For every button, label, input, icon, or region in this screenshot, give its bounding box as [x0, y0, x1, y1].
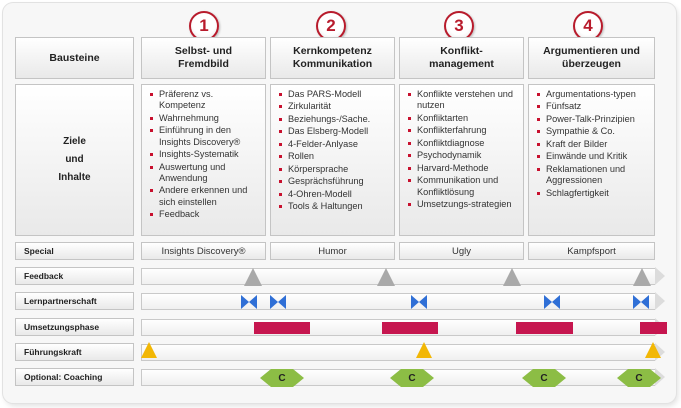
feedback-triangle-icon	[244, 268, 262, 286]
list-item: Feedback	[150, 209, 261, 220]
row-label-feedback: Feedback	[15, 267, 134, 285]
leader-triangle-icon	[416, 342, 432, 358]
list-item: Kraft der Bilder	[537, 139, 650, 150]
module-number-2: 2	[316, 11, 346, 41]
bowtie-icon	[270, 295, 286, 309]
list-item: Gesprächsführung	[279, 176, 390, 187]
list-item: Power-Talk-Prinzipien	[537, 114, 650, 125]
timeline-bar-feedback	[141, 268, 655, 285]
feedback-triangle-icon	[633, 268, 651, 286]
special-1: Insights Discovery®	[141, 242, 266, 260]
leader-triangle-icon	[141, 342, 157, 358]
list-item: Rollen	[279, 151, 390, 162]
list-item: Präferenz vs. Kompetenz	[150, 89, 261, 112]
module-content-1: Präferenz vs. Kompetenz Wahrnehmung Einf…	[141, 84, 266, 236]
bowtie-icon	[544, 295, 560, 309]
list-item: Reklamationen und Aggressionen	[537, 164, 650, 187]
bowtie-icon	[411, 295, 427, 309]
module-number-1: 1	[189, 11, 219, 41]
list-item: Einführung in den Insights Discovery®	[150, 125, 261, 148]
row-label-umsetzungsphase: Umsetzungsphase	[15, 318, 134, 336]
module-number-4: 4	[573, 11, 603, 41]
list-item: Kommunikation und Konfliktlösung	[408, 175, 519, 198]
timeline-bar-lernpartnerschaft	[141, 293, 655, 310]
list-item: Umsetzungs-strategien	[408, 199, 519, 210]
list-item: Sympathie & Co.	[537, 126, 650, 137]
coaching-diamond-icon: C	[617, 369, 661, 387]
coaching-diamond-icon: C	[390, 369, 434, 387]
list-item: Beziehungs-/Sache.	[279, 114, 390, 125]
list-item: Das PARS-Modell	[279, 89, 390, 100]
timeline-arrowhead	[655, 368, 665, 386]
special-4: Kampfsport	[528, 242, 655, 260]
list-item: Tools & Haltungen	[279, 201, 390, 212]
list-item: Wahrnehmung	[150, 113, 261, 124]
list-item: Schlagfertigkeit	[537, 188, 650, 199]
list-item: Psychodynamik	[408, 150, 519, 161]
module-content-3: Konflikte verstehen und nutzen Konflikta…	[399, 84, 524, 236]
list-item: 4-Ohren-Modell	[279, 189, 390, 200]
feedback-triangle-icon	[503, 268, 521, 286]
row-label-fuehrungskraft: Führungskraft	[15, 343, 134, 361]
leader-triangle-icon	[645, 342, 661, 358]
list-item: Fünfsatz	[537, 101, 650, 112]
list-item: Das Elsberg-Modell	[279, 126, 390, 137]
module-content-4: Argumentations-typen Fünfsatz Power-Talk…	[528, 84, 655, 236]
list-item: Einwände und Kritik	[537, 151, 650, 162]
row-label-lernpartnerschaft: Lernpartnerschaft	[15, 292, 134, 310]
list-item: Zirkularität	[279, 101, 390, 112]
coaching-diamond-icon: C	[260, 369, 304, 387]
row-label-coaching: Optional: Coaching	[15, 368, 134, 386]
special-2: Humor	[270, 242, 395, 260]
list-item: Körpersprache	[279, 164, 390, 175]
coaching-diamond-icon: C	[522, 369, 566, 387]
list-item: Andere erkennen und sich einstellen	[150, 185, 261, 208]
list-item: Argumentations-typen	[537, 89, 650, 100]
special-3: Ugly	[399, 242, 524, 260]
list-item: Harvard-Methode	[408, 163, 519, 174]
list-item: Auswertung und Anwendung	[150, 162, 261, 185]
umsetzungsphase-block	[516, 322, 573, 334]
feedback-triangle-icon	[377, 268, 395, 286]
list-item: Konflikte verstehen und nutzen	[408, 89, 519, 112]
list-item: Insights-Systematik	[150, 149, 261, 160]
module-content-2: Das PARS-Modell Zirkularität Beziehungs-…	[270, 84, 395, 236]
umsetzungsphase-block	[382, 322, 438, 334]
module-title-3: Konflikt-management	[399, 37, 524, 79]
umsetzungsphase-block	[254, 322, 310, 334]
bowtie-icon	[241, 295, 257, 309]
timeline-arrowhead	[655, 292, 665, 310]
bausteine-label: Bausteine	[15, 37, 134, 79]
list-item: Konfliktdiagnose	[408, 138, 519, 149]
timeline-arrowhead	[655, 267, 665, 285]
list-item: 4-Felder-Anlyase	[279, 139, 390, 150]
row-label-special: Special	[15, 242, 134, 260]
list-item: Konflikterfahrung	[408, 125, 519, 136]
timeline-bar-fuehrungskraft	[141, 344, 655, 361]
list-item: Konfliktarten	[408, 113, 519, 124]
bowtie-icon	[633, 295, 649, 309]
umsetzungsphase-block	[640, 322, 667, 334]
